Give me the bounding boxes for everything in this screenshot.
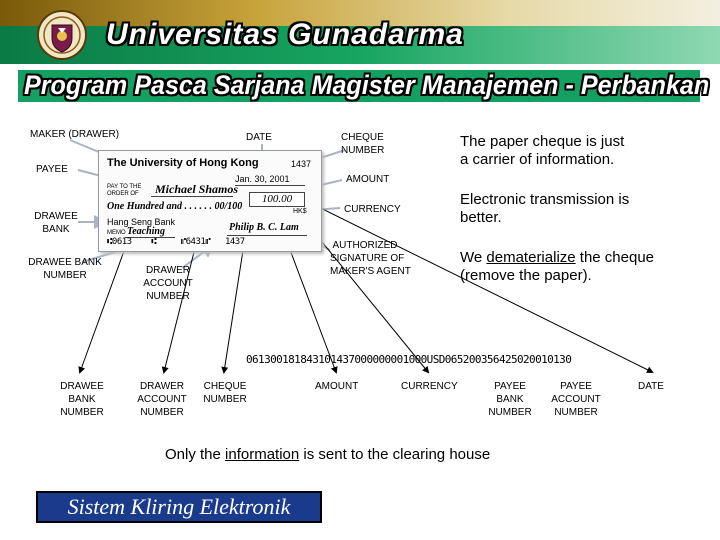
label-maker: MAKER (DRAWER) — [30, 129, 120, 140]
label-amount: AMOUNT — [346, 174, 390, 185]
cheque-memo: Teaching — [127, 226, 165, 237]
footer-title: Sistem Kliring Elektronik — [67, 494, 291, 519]
cheque-amount-words: One Hundred and . . . . . . 00/100 — [107, 201, 243, 212]
university-seal-icon — [37, 10, 87, 60]
university-title: Universitas Gunadarma — [106, 18, 464, 51]
label-currency: CURRENCY — [344, 204, 401, 215]
cheque-currency: HK$ — [293, 208, 307, 215]
label-payee: PAYEE — [36, 164, 68, 175]
note-dematerialize: We dematerialize the cheque (remove the … — [460, 249, 655, 284]
bottom-label-date: DATE — [638, 381, 664, 392]
header-gold-band — [0, 0, 720, 26]
program-title: Program Pasca Sarjana Magister Manajemen… — [24, 70, 710, 100]
cheque-issuer: The University of Hong Kong — [107, 157, 259, 169]
cheque-bank: Hang Seng Bank — [107, 217, 176, 227]
header-green-band — [0, 26, 720, 64]
bottom-label-amount: AMOUNT — [315, 381, 359, 392]
arrow-to-bottom-date — [263, 179, 654, 373]
label-date: DATE — [246, 132, 272, 143]
arrow-to-bottom-account — [161, 243, 197, 374]
cheque-memo-label: MEMO — [107, 230, 126, 236]
footer-banner — [36, 491, 322, 523]
cheque-number-print: 1437 — [291, 159, 312, 169]
cheque-signature: Philip B. C. Lam — [229, 222, 299, 233]
cheque-payee: Michael Shamos — [155, 182, 239, 196]
program-title-band — [18, 70, 700, 102]
info-clearing-house: Only the information is sent to the clea… — [165, 446, 491, 463]
arrow-to-bottom-drawee — [78, 239, 129, 374]
bottom-label-currency: CURRENCY — [401, 381, 458, 392]
arrow-to-bottom-cheque — [221, 243, 245, 374]
cheque-micr: ⑆0613 ⑆ ⑈6431⑈ 1437 — [107, 237, 245, 247]
micr-encoded-line: 061300181843101437000000001000USD0652003… — [246, 353, 572, 366]
cheque-amount-box: 100.00 — [249, 192, 305, 207]
cheque-image: The University of Hong Kong 1437 Jan. 30… — [98, 150, 322, 252]
cheque-date: Jan. 30, 2001 — [235, 174, 290, 184]
